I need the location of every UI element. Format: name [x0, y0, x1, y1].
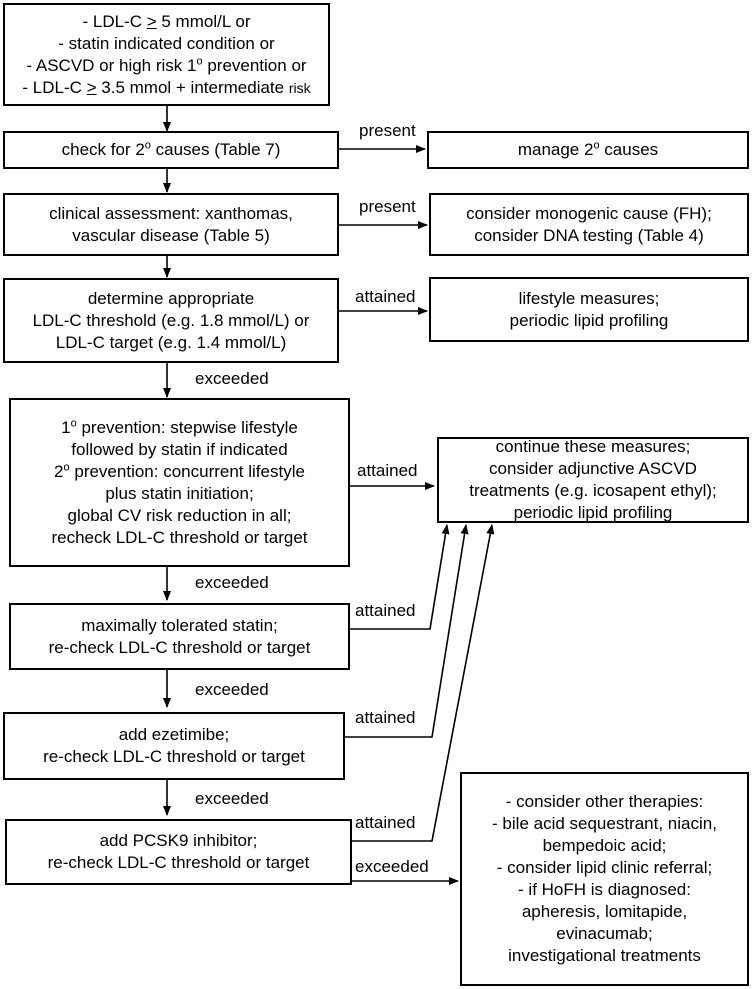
start-line-2: - statin indicated condition or [58, 33, 275, 53]
statin-line-1: maximally tolerated statin; [81, 615, 278, 635]
other-line-5: - if HoFH is diagnosed: [518, 880, 691, 899]
other-line-7: evinacumab; [556, 924, 653, 943]
label-attained-4: attained [355, 708, 416, 727]
monogenic-line-1: consider monogenic cause (FH); [466, 203, 712, 223]
label-attained-2: attained [357, 461, 418, 480]
label-attained-3: attained [355, 601, 416, 620]
continue-line-4: periodic lipid profiling [513, 503, 673, 522]
start-line-4: - LDL-C > 3.5 mmol + intermediate risk [22, 77, 311, 97]
label-exceeded-3: exceeded [195, 680, 269, 699]
clinical-line-1: clinical assessment: xanthomas, [49, 203, 293, 223]
label-exceeded-5: exceeded [355, 857, 429, 876]
threshold-line-3: LDL-C target (e.g. 1.4 mmol/L) [55, 332, 287, 352]
continue-line-2: consider adjunctive ASCVD [489, 459, 697, 478]
pcsk9-line-1: add PCSK9 inhibitor; [99, 831, 258, 850]
label-exceeded-2: exceeded [195, 573, 269, 592]
other-line-1: - consider other therapies: [505, 792, 704, 811]
prevention-line-6: recheck LDL-C threshold or target [51, 527, 308, 547]
other-line-6: apheresis, lomitapide, [521, 902, 688, 921]
pcsk9-line-2: re-check LDL-C threshold or target [47, 853, 310, 872]
arrow-statin-to-continue [350, 524, 450, 630]
ezetimibe-line-2: re-check LDL-C threshold or target [43, 747, 305, 766]
other-line-4: - consider lipid clinic referral; [496, 858, 713, 877]
continue-line-1: continue these measures; [495, 437, 691, 456]
manage-secondary-causes-box: manage 2o causes [427, 131, 749, 169]
lifestyle-line-2: periodic lipid profiling [509, 310, 669, 330]
prevention-line-3: 2o prevention: concurrent lifestyle [54, 460, 305, 481]
add-pcsk9-inhibitor-box: add PCSK9 inhibitor; re-check LDL-C thre… [5, 819, 352, 885]
continue-line-3: treatments (e.g. icosapent ethyl); [469, 481, 717, 500]
add-ezetimibe-box: add ezetimibe; re-check LDL-C threshold … [3, 712, 345, 780]
label-exceeded-4: exceeded [195, 789, 269, 808]
prevention-strategy-box: 1o prevention: stepwise lifestyle follow… [9, 398, 350, 567]
manage-text: manage 2o causes [517, 139, 659, 159]
label-present-1: present [359, 121, 416, 140]
threshold-line-2: LDL-C threshold (e.g. 1.8 mmol/L) or [32, 310, 310, 330]
clinical-line-2: vascular disease (Table 5) [72, 225, 270, 245]
prevention-line-4: plus statin initiation; [105, 483, 254, 503]
arrow-ezetimibe-to-continue [345, 524, 469, 738]
label-present-2: present [359, 197, 416, 216]
label-exceeded-1: exceeded [195, 369, 269, 388]
prevention-line-2: followed by statin if indicated [71, 439, 288, 459]
lifestyle-measures-box: lifestyle measures; periodic lipid profi… [429, 277, 749, 342]
clinical-assessment-box: clinical assessment: xanthomas, vascular… [3, 193, 339, 256]
prevention-line-1: 1o prevention: stepwise lifestyle [61, 416, 298, 437]
arrow-pcsk9-to-continue [352, 524, 495, 842]
check-secondary-causes-box: check for 2o causes (Table 7) [3, 131, 339, 169]
secondary-text: check for 2o causes (Table 7) [61, 139, 281, 159]
other-therapies-box: - consider other therapies: - bile acid … [460, 772, 749, 986]
start-line-1: - LDL-C > 5 mmol/L or [82, 11, 251, 31]
maximally-tolerated-statin-box: maximally tolerated statin; re-check LDL… [9, 603, 350, 670]
prevention-line-5: global CV risk reduction in all; [67, 505, 292, 525]
other-line-8: investigational treatments [508, 946, 701, 965]
other-line-2: - bile acid sequestrant, niacin, [492, 814, 717, 833]
label-attained-5: attained [355, 813, 416, 832]
label-attained-1: attained [355, 287, 416, 306]
other-line-3: bempedoic acid; [542, 836, 667, 855]
monogenic-cause-box: consider monogenic cause (FH); consider … [429, 193, 749, 256]
threshold-line-1: determine appropriate [87, 288, 255, 308]
continue-measures-box: continue these measures; consider adjunc… [437, 437, 749, 523]
determine-threshold-box: determine appropriate LDL-C threshold (e… [3, 278, 339, 363]
monogenic-line-2: consider DNA testing (Table 4) [474, 225, 704, 245]
start-line-3: - ASCVD or high risk 1o prevention or [26, 54, 307, 75]
statin-line-2: re-check LDL-C threshold or target [48, 637, 311, 657]
lifestyle-line-1: lifestyle measures; [518, 288, 660, 308]
start-criteria-box: - LDL-C > 5 mmol/L or - statin indicated… [3, 3, 330, 106]
ezetimibe-line-1: add ezetimibe; [118, 725, 230, 744]
